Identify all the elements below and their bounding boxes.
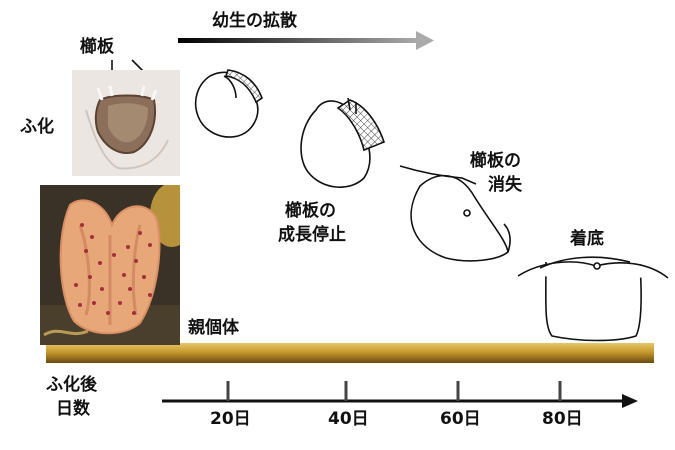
dispersal-arrow	[178, 31, 434, 50]
growth-stop-label-line1: 櫛板の	[285, 201, 336, 221]
settlement-label: 着底	[570, 229, 604, 249]
parent-individual-photo	[40, 185, 180, 345]
dispersal-label: 幼生の拡散	[212, 11, 297, 31]
loss-label-line1: 櫛板の	[470, 151, 521, 171]
ground-bar	[46, 343, 654, 363]
hatched-larva-photo	[72, 70, 180, 176]
tick-label-20: 20日	[210, 409, 251, 429]
days-after-hatching-label-line2: 日数	[56, 399, 90, 419]
parent-individual-image	[40, 185, 180, 345]
comb-plates-label: 櫛板	[80, 37, 114, 57]
hatched-larva-image	[72, 70, 180, 176]
larva-stage-1-drawing	[194, 69, 263, 138]
days-after-hatching-label-line1: ふ化後	[46, 375, 97, 395]
settled-polyp-drawing	[517, 256, 669, 342]
tick-label-60: 60日	[440, 409, 481, 429]
tick-label-40: 40日	[328, 409, 369, 429]
tick-label-80: 80日	[542, 409, 583, 429]
timeline-axis	[162, 381, 638, 408]
larva-stage-3-drawing	[399, 165, 511, 262]
larva-stage-2-drawing	[300, 97, 385, 188]
growth-stop-label-line2: 成長停止	[278, 225, 346, 245]
parent-label: 親個体	[188, 318, 239, 338]
hatching-label: ふ化	[20, 117, 54, 137]
loss-label-line2: 消失	[488, 175, 522, 195]
